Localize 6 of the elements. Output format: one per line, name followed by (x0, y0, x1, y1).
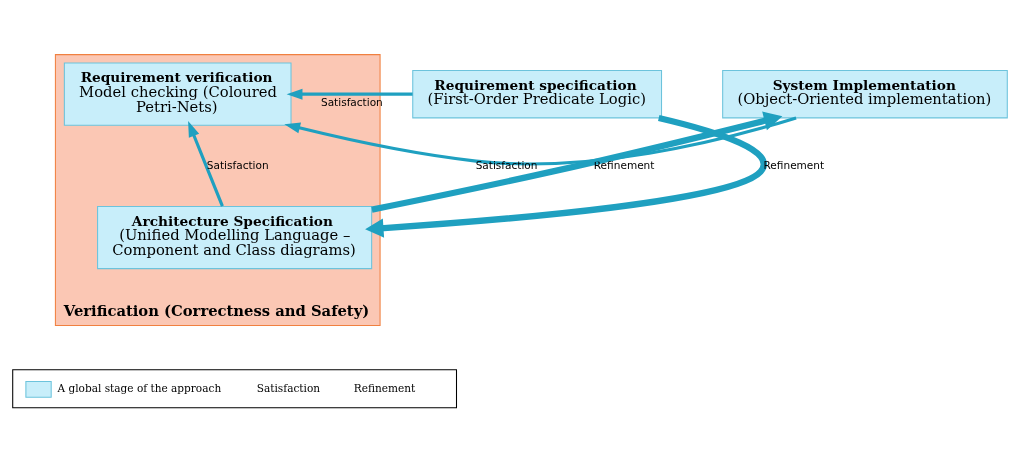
legend-label: A global stage of the approach (57, 381, 222, 394)
edge-label: Satisfaction (206, 158, 269, 171)
edge-label: Refinement (593, 158, 655, 171)
legend-label: Satisfaction (256, 381, 321, 394)
legend-label: Refinement (353, 381, 416, 394)
edge-label: Satisfaction (320, 95, 383, 108)
